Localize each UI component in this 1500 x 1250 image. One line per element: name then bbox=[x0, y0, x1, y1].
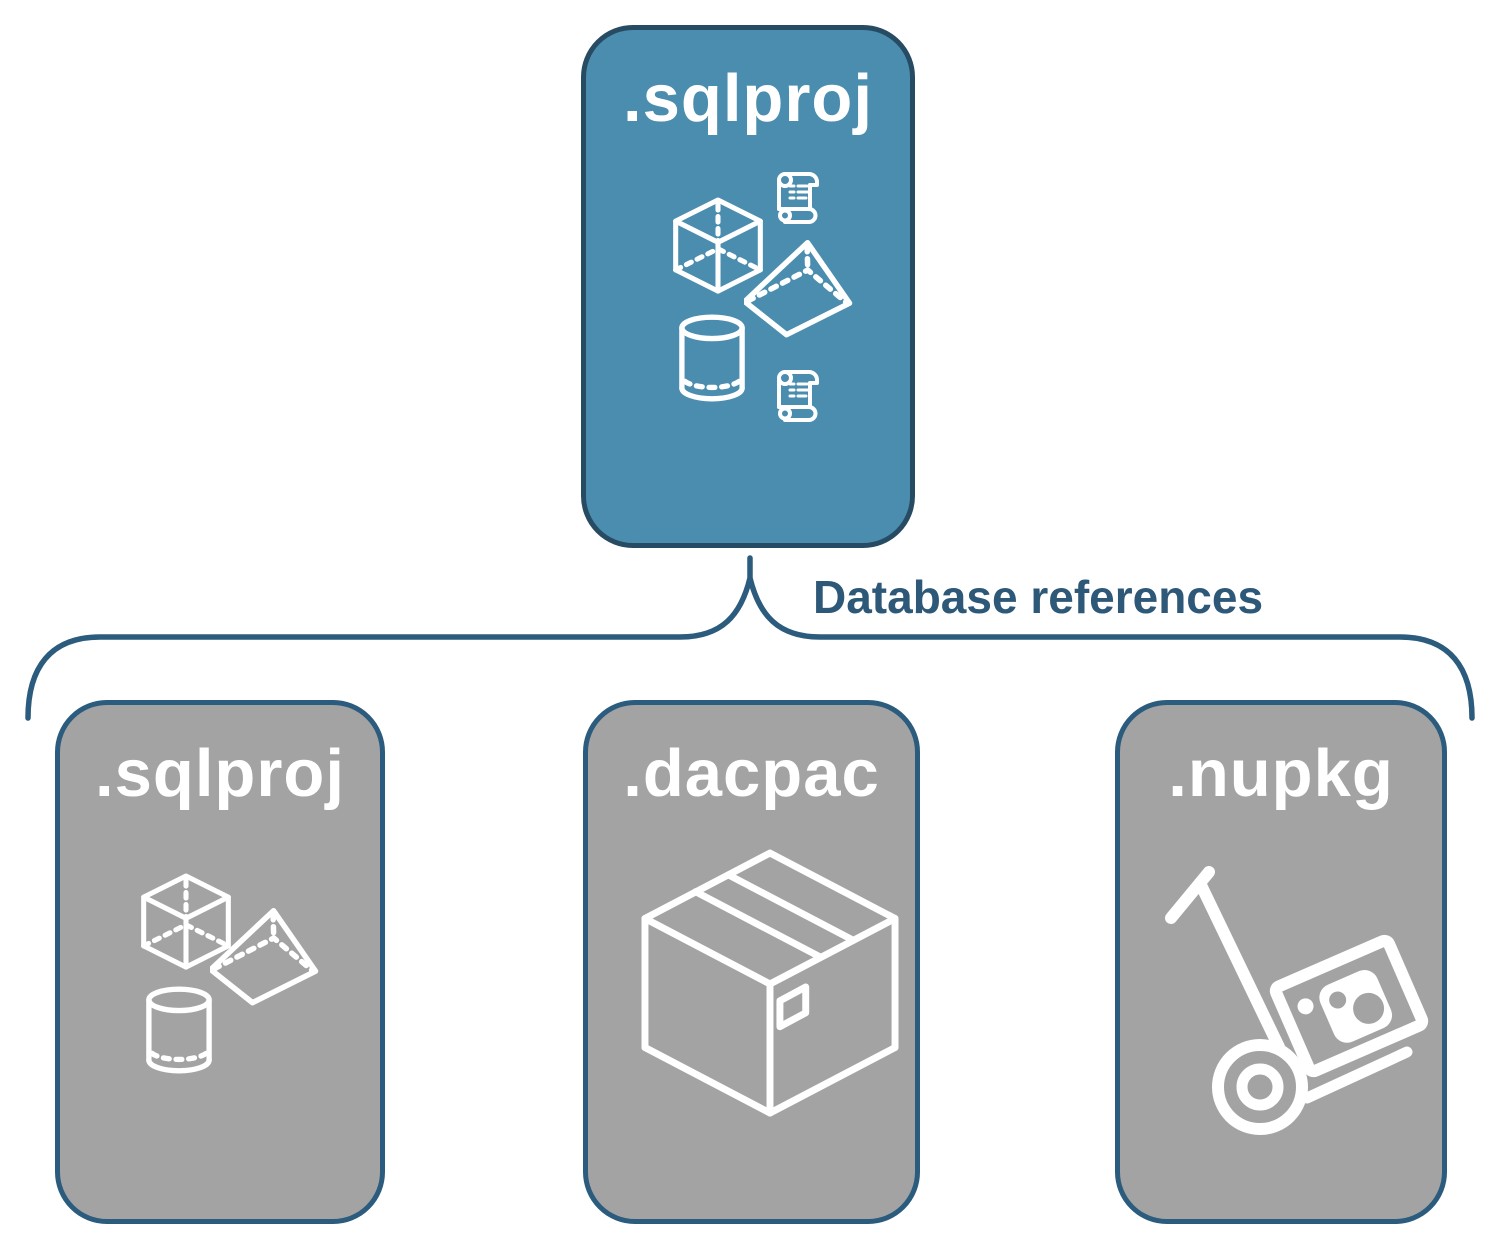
cylinder-icon bbox=[679, 314, 745, 402]
hand-truck-icon bbox=[1165, 866, 1429, 1135]
pyramid-icon bbox=[744, 239, 853, 338]
node-child-sqlproj: .sqlproj bbox=[55, 700, 385, 1224]
connector-label: Database references bbox=[813, 571, 1264, 623]
scroll-icon bbox=[777, 370, 819, 422]
cube-icon bbox=[673, 197, 763, 294]
node-child-label: .dacpac bbox=[623, 736, 880, 811]
node-child-nupkg: .nupkg bbox=[1115, 700, 1447, 1224]
node-child-label: .sqlproj bbox=[95, 736, 345, 811]
node-root-sqlproj: .sqlproj bbox=[581, 25, 915, 548]
node-child-label: .nupkg bbox=[1168, 736, 1394, 811]
package-box-icon bbox=[641, 849, 899, 1117]
cylinder-icon bbox=[146, 986, 212, 1074]
node-root-label: .sqlproj bbox=[623, 61, 873, 136]
pyramid-icon bbox=[210, 907, 319, 1006]
scroll-icon bbox=[777, 172, 819, 224]
cube-icon bbox=[141, 873, 231, 970]
node-child-dacpac: .dacpac bbox=[583, 700, 920, 1224]
